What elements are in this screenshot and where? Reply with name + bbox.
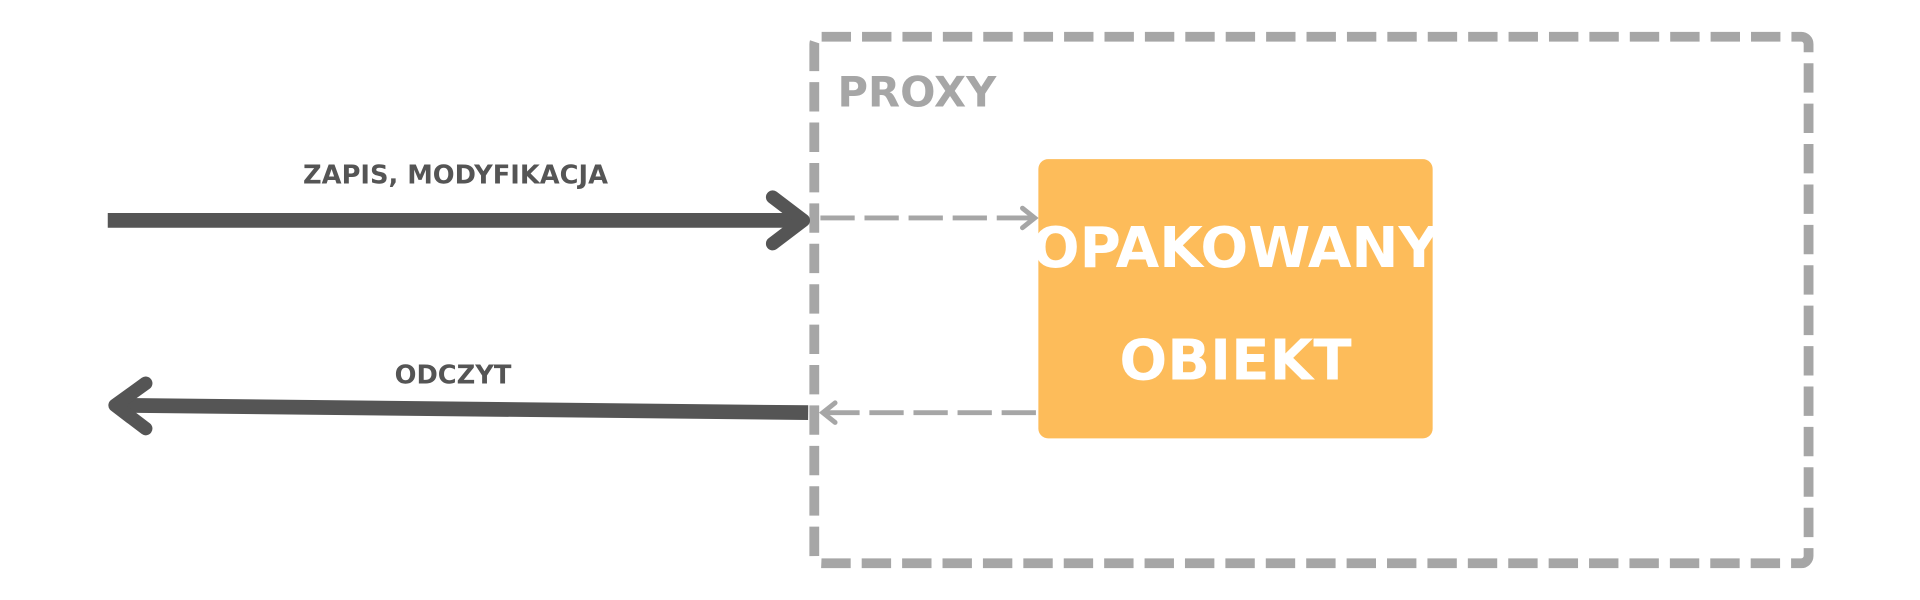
write-arrow-label: ZAPIS, MODYFIKACJA xyxy=(303,161,608,191)
proxy-boundary xyxy=(809,31,1814,569)
read-arrow-label: ODCZYT xyxy=(395,360,512,390)
wrapped-object-label-line1: OPAKOWANY xyxy=(1032,216,1441,281)
proxy-forward-arrow xyxy=(820,205,1039,231)
write-arrow xyxy=(107,190,810,251)
wrapped-object-label-line2: OBIEKT xyxy=(1119,329,1352,394)
proxy-label: PROXY xyxy=(838,68,998,117)
wrapped-object-box xyxy=(1038,159,1433,439)
read-arrow xyxy=(108,376,809,436)
proxy-return-arrow xyxy=(818,400,1036,425)
